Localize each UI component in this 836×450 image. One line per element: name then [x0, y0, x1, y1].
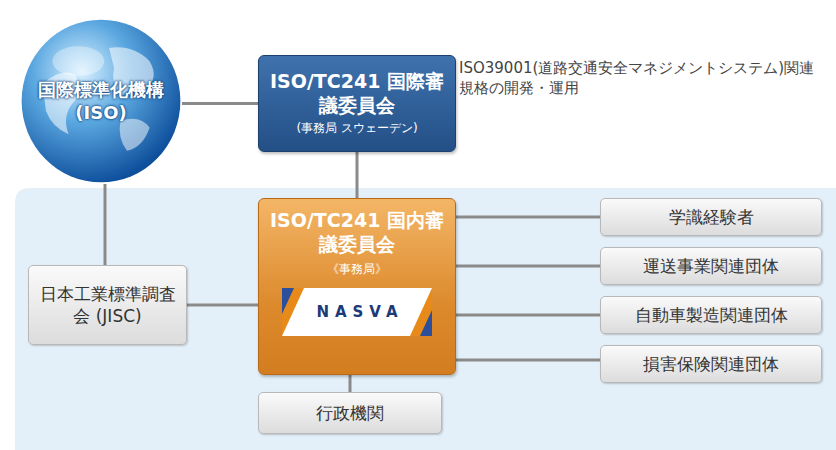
globe-illustration: [20, 18, 182, 184]
connector-line: [456, 216, 600, 219]
organization-box: 日本工業標準調査会 (JISC): [28, 265, 187, 345]
connector-line: [456, 265, 600, 268]
annotation-note: ISO39001(道路交通安全マネジメントシステム)関連規格の開発・運用: [459, 58, 829, 99]
member-box: 自動車製造関連団体: [600, 296, 822, 334]
node-title: ISO/TC241 国内審議委員会: [259, 209, 455, 257]
nasva-logo: NASVA: [282, 288, 432, 336]
connector-line: [349, 375, 352, 392]
connector-line: [356, 152, 359, 198]
member-box: 損害保険関連団体: [600, 345, 822, 383]
node-title: 損害保険関連団体: [643, 353, 779, 375]
node-title: 国際標準化機構 (ISO): [20, 78, 182, 125]
globe-node: 国際標準化機構 (ISO): [20, 18, 182, 184]
node-title: 学識経験者: [669, 206, 754, 228]
agency-box: 行政機関: [258, 392, 442, 434]
connector-line: [182, 102, 258, 105]
node-subtitle: 《事務局》: [327, 261, 387, 278]
member-box: 運送事業関連団体: [600, 247, 822, 285]
node-title: 行政機関: [316, 402, 384, 424]
node-title: 自動車製造関連団体: [635, 304, 788, 326]
connector-line: [456, 359, 600, 362]
committee-box: ISO/TC241 国際審議委員会 (事務局 スウェーデン): [258, 55, 456, 152]
domestic-region: [15, 188, 836, 450]
node-title: 日本工業標準調査会 (JISC): [37, 283, 178, 327]
node-title: 運送事業関連団体: [643, 255, 779, 277]
node-subtitle: (事務局 スウェーデン): [296, 120, 417, 137]
connector-line: [456, 314, 600, 317]
connector-line: [187, 304, 258, 307]
committee-box: ISO/TC241 国内審議委員会《事務局》 NASVA: [258, 198, 456, 375]
logo-text: NASVA: [310, 303, 403, 321]
member-box: 学識経験者: [600, 198, 822, 236]
connector-line: [104, 184, 107, 265]
node-title: ISO/TC241 国際審議委員会: [259, 70, 455, 118]
